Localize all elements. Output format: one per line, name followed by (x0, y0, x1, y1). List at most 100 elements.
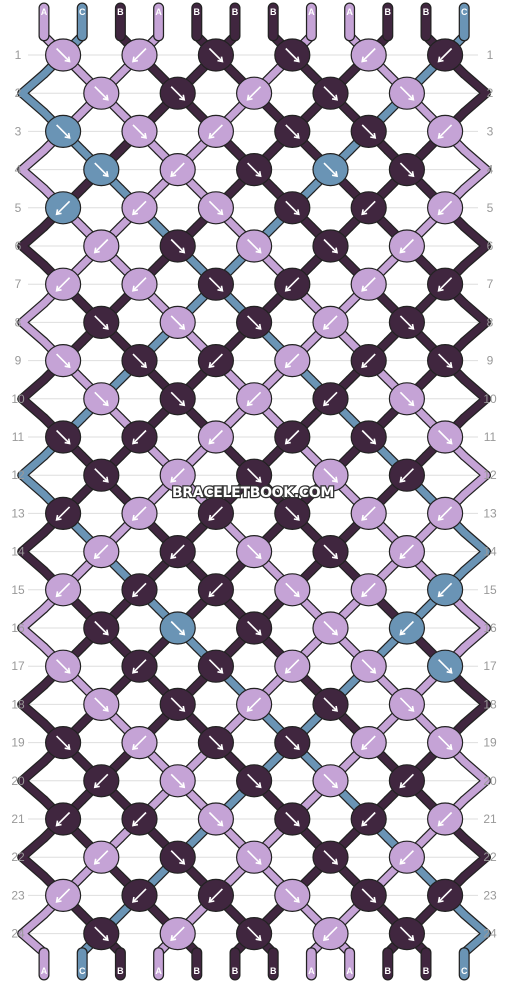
knot-arrow-shaft (208, 811, 223, 827)
knot-arrow-shaft (94, 544, 109, 559)
row-number-left: 7 (15, 277, 22, 291)
knot-arrow-icon (208, 132, 215, 139)
knot-arrow-shaft (438, 200, 453, 215)
knot-arrow-icon (217, 56, 224, 63)
knot-arrow-icon (370, 132, 377, 139)
watermark-text: BRACELETBOOK.COM (172, 485, 334, 501)
knot-arrow-icon (55, 820, 62, 827)
thread-segment (460, 242, 490, 269)
knot-arrow-icon (131, 514, 139, 521)
knot-arrow-shaft (399, 162, 414, 177)
knot-arrow-shaft (323, 544, 338, 559)
knot-arrow-icon (293, 820, 300, 827)
knot-arrow-shaft (285, 353, 300, 368)
knot-arrow-icon (293, 744, 300, 751)
row-number-right: 17 (483, 659, 497, 673)
knot-arrow-icon (131, 591, 139, 598)
knot-arrow-icon (408, 400, 415, 407)
thread-segment (460, 624, 490, 651)
thread-segment (18, 777, 48, 804)
knot-arrow-shaft (438, 277, 453, 292)
row-number-right: 16 (483, 621, 497, 635)
row-number-left: 18 (11, 697, 25, 711)
bottom-strand-label: B (232, 966, 239, 976)
knot-arrow-icon (102, 400, 109, 407)
thread-segment (18, 318, 48, 345)
knot-arrow-icon (208, 896, 215, 903)
knot-arrow-icon (408, 705, 415, 712)
knot-arrow-shaft (323, 926, 338, 941)
knot-arrow-icon (246, 705, 253, 712)
bottom-strand-label: B (270, 966, 277, 976)
knot-arrow-icon (208, 362, 215, 369)
knot-arrow-icon (55, 896, 62, 903)
knot-arrow-shaft (399, 850, 414, 865)
top-strand-label: B (232, 7, 239, 17)
knot-arrow-shaft (208, 888, 223, 903)
knot-arrow-icon (331, 629, 339, 636)
knot-arrow-shaft (247, 468, 262, 483)
knot-arrow-icon (93, 782, 100, 789)
knot-arrow-icon (361, 744, 368, 751)
knot-arrow-icon (446, 362, 453, 369)
thread-segment (460, 299, 490, 326)
thread-segment (460, 681, 490, 708)
knot-arrow-icon (446, 438, 453, 445)
knot-arrow-icon (284, 438, 291, 445)
knot-arrow-shaft (56, 582, 71, 597)
knot-arrow-shaft (132, 124, 147, 139)
top-strand-label: B (270, 7, 277, 17)
knot-arrow-icon (170, 476, 177, 483)
knot-arrow-shaft (94, 86, 109, 101)
knot-arrow-shaft (247, 620, 262, 636)
thread-segment (460, 777, 490, 804)
knot-arrow-icon (64, 56, 71, 63)
knot-arrow-shaft (438, 353, 453, 368)
bottom-strand-label: B (385, 966, 392, 976)
row-number-left: 22 (11, 850, 25, 864)
knot-arrow-icon (102, 94, 109, 101)
knot-arrow-icon (361, 362, 368, 369)
knot-arrow-shaft (438, 582, 453, 597)
thread-segment (18, 834, 48, 861)
knot-arrow-icon (284, 667, 291, 674)
knot-arrow-shaft (247, 697, 262, 712)
knot-arrow-shaft (399, 544, 414, 559)
knot-arrow-shaft (285, 659, 300, 674)
knot-arrow-icon (64, 132, 71, 139)
knot-arrow-icon (217, 285, 224, 292)
knot-arrow-icon (293, 209, 300, 216)
top-strand-label: B (423, 7, 430, 17)
knot-arrow-icon (255, 858, 262, 865)
knot-arrow-shaft (285, 888, 300, 903)
knot-arrow-shaft (208, 277, 223, 292)
knot-arrow-icon (293, 514, 300, 521)
knot-arrow-shaft (170, 315, 185, 330)
knot-arrow-icon (55, 514, 62, 521)
knot-arrow-shaft (323, 773, 338, 788)
knot-arrow-icon (293, 591, 300, 598)
knot-arrow-shaft (170, 773, 185, 788)
thread-segment (18, 70, 48, 97)
knot-arrow-icon (331, 782, 339, 789)
knot-arrow-icon (331, 247, 339, 254)
knot-arrow-shaft (323, 315, 338, 330)
thread-segment (18, 529, 48, 556)
knot-arrow-shaft (399, 238, 414, 254)
knot-arrow-shaft (438, 47, 453, 63)
knot-arrow-shaft (247, 773, 262, 788)
knot-arrow-shaft (438, 735, 453, 750)
thread-segment (460, 318, 490, 345)
knot-arrow-shaft (399, 86, 414, 101)
knot-arrow-icon (208, 591, 215, 598)
bottom-strand-label: C (79, 966, 86, 976)
knot-arrow-icon (131, 667, 139, 674)
knot-arrow-icon (208, 438, 215, 445)
knot-arrow-shaft (132, 47, 147, 63)
thread-segment (18, 147, 48, 174)
knot-arrow-shaft (361, 124, 376, 139)
knot-arrow-icon (399, 247, 406, 254)
knot-arrow-shaft (361, 277, 376, 292)
row-number-left: 23 (11, 888, 25, 902)
